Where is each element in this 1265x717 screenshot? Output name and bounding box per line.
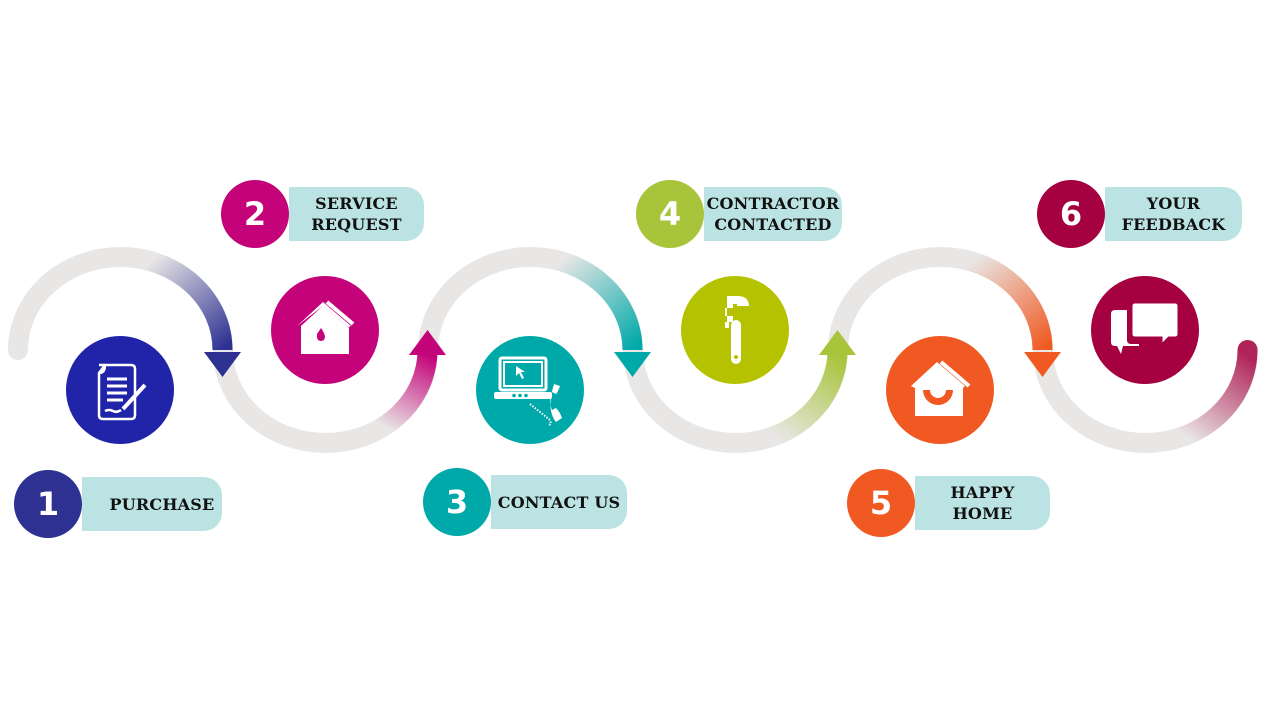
step-4-label: CONTRACTOR CONTACTED 4: [636, 180, 842, 248]
arrow-down-icon: [204, 352, 241, 377]
pipe-wrench-icon: [725, 296, 749, 364]
smiling-house-icon: [911, 360, 971, 416]
step-label: HAPPY HOME: [950, 483, 1015, 523]
wave-segment-4: [734, 349, 848, 453]
laptop-phone-icon: [494, 356, 562, 426]
wave-segment-3: [529, 247, 643, 351]
step-label: SERVICE REQUEST: [311, 194, 402, 234]
wave-segment-6: [1135, 340, 1258, 453]
step-2-label: SERVICE REQUEST 2: [221, 180, 424, 248]
arrow-up-icon: [819, 330, 856, 355]
document-signature-icon: [97, 363, 147, 421]
step-number-badge: 3: [423, 468, 491, 536]
step-number-badge: 1: [14, 470, 82, 538]
wave-segment-5: [939, 247, 1053, 351]
speech-bubbles-icon: [1111, 300, 1181, 354]
wave-segment-2: [324, 349, 438, 453]
step-6-icon-circle: [1091, 276, 1199, 384]
arrow-down-icon: [1024, 352, 1061, 377]
step-number-badge: 2: [221, 180, 289, 248]
step-3-label: CONTACT US 3: [423, 468, 627, 536]
step-4-icon-circle: [681, 276, 789, 384]
step-5-icon-circle: [886, 336, 994, 444]
step-2-icon-circle: [271, 276, 379, 384]
step-label: CONTRACTOR CONTACTED: [706, 194, 840, 234]
wave-segment-1: [119, 247, 233, 351]
step-1-icon-circle: [66, 336, 174, 444]
step-label: CONTACT US: [497, 492, 621, 512]
house-leak-icon: [297, 300, 355, 354]
step-5-label: HAPPY HOME 5: [847, 469, 1050, 537]
step-label: PURCHASE: [109, 494, 215, 514]
arrow-up-icon: [409, 330, 446, 355]
step-6-label: YOUR FEEDBACK 6: [1037, 180, 1242, 248]
step-number-badge: 6: [1037, 180, 1105, 248]
step-1-label: PURCHASE 1: [14, 470, 222, 538]
step-number-badge: 4: [636, 180, 704, 248]
step-number-badge: 5: [847, 469, 915, 537]
arrow-down-icon: [614, 352, 651, 377]
step-3-icon-circle: [476, 336, 584, 444]
step-label: YOUR FEEDBACK: [1121, 194, 1226, 234]
